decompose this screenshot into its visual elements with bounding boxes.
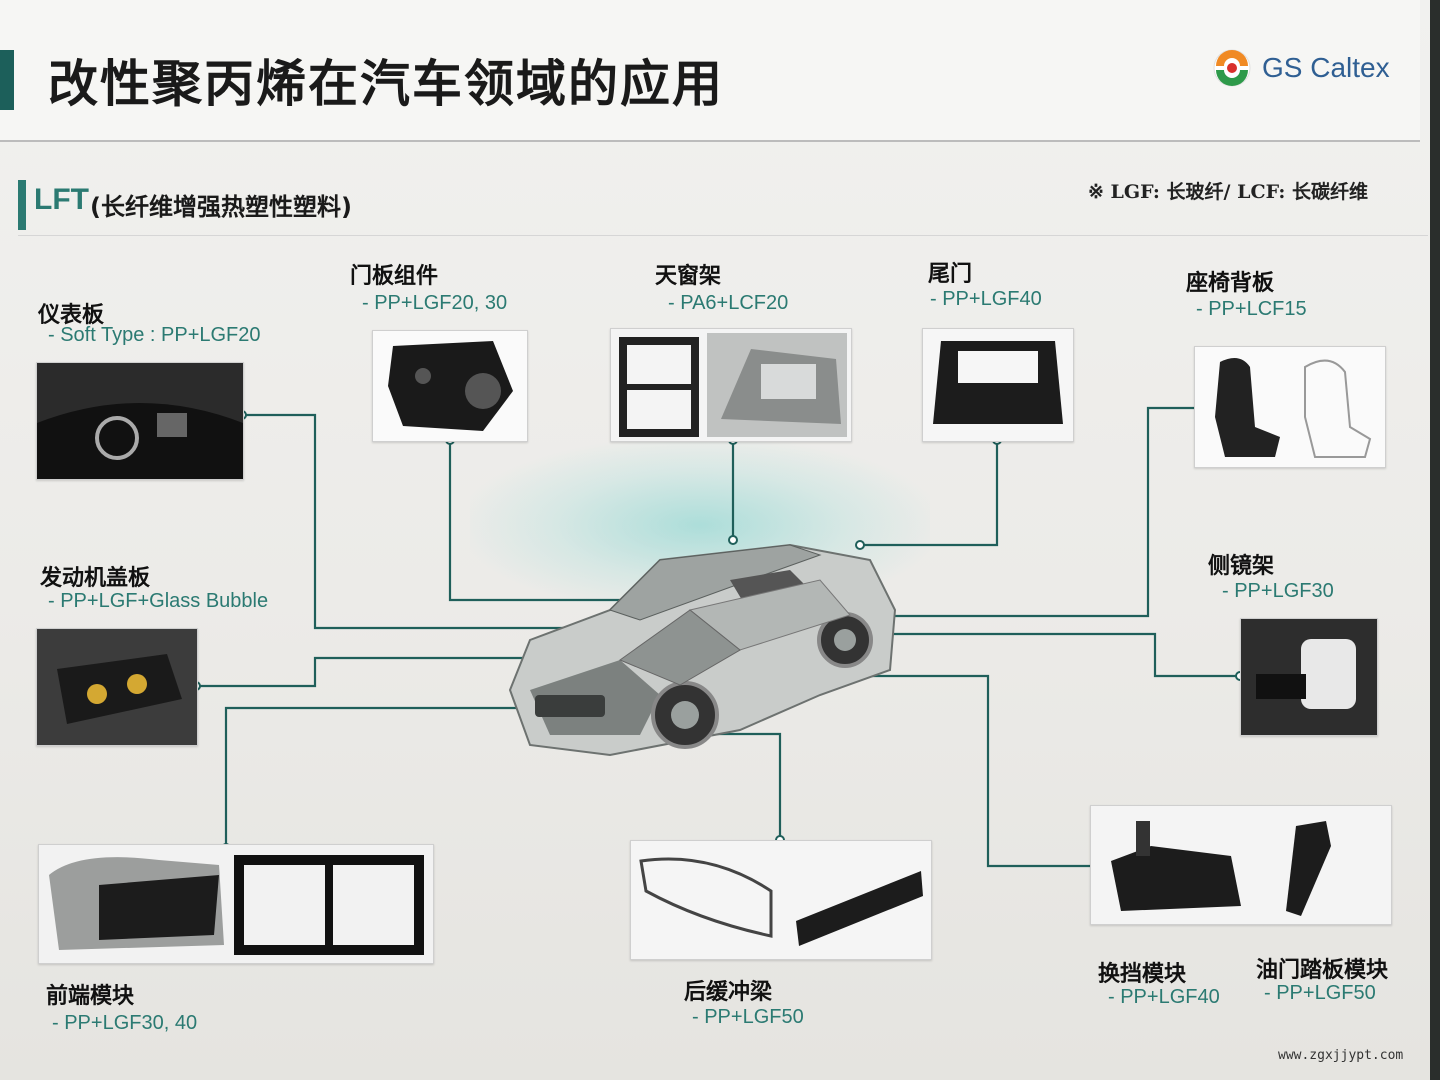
tailgate-photo [922, 328, 1074, 442]
shift-and-pedal-module-photo [1090, 805, 1392, 925]
part-material-seat-back: - PP+LCF15 [1196, 298, 1307, 320]
part-material-pedal-module: - PP+LGF50 [1264, 982, 1376, 1004]
slide-header: 改性聚丙烯在汽车领域的应用 GS Caltex [0, 0, 1420, 142]
part-material-front-end-module: - PP+LGF30, 40 [52, 1012, 198, 1034]
page-number-tab [0, 50, 14, 110]
part-name-rear-bumper-beam: 后缓冲梁 [684, 980, 773, 1005]
page-title: 改性聚丙烯在汽车领域的应用 [48, 55, 724, 113]
part-name-tailgate: 尾门 [928, 262, 973, 287]
brand-name: GS Caltex [1262, 52, 1390, 83]
seat-back-photo [1194, 346, 1386, 468]
mirror-bracket-photo [1240, 618, 1378, 736]
part-name-shift-module: 换挡模块 [1098, 962, 1187, 987]
gs-caltex-logo-icon [1213, 49, 1251, 87]
part-name-seat-back: 座椅背板 [1186, 271, 1275, 296]
part-name-front-end-module: 前端模块 [46, 984, 135, 1009]
sunroof-frame-photo [610, 328, 852, 442]
part-name-instrument-panel: 仪表板 [38, 303, 105, 328]
rear-bumper-beam-photo [630, 840, 932, 960]
part-name-pedal-module: 油门踏板模块 [1256, 958, 1389, 983]
part-material-tailgate: - PP+LGF40 [930, 288, 1042, 310]
part-material-mirror-bracket: - PP+LGF30 [1222, 580, 1334, 602]
section-divider [18, 235, 1428, 236]
part-name-engine-cover: 发动机盖板 [40, 566, 151, 591]
part-material-sunroof-frame: - PA6+LCF20 [668, 292, 789, 314]
door-module-photo [372, 330, 528, 442]
engine-cover-photo [36, 628, 198, 746]
abbreviation-note: ※ LGF: 长玻纤/ LCF: 长碳纤维 [1088, 181, 1369, 203]
part-material-engine-cover: - PP+LGF+Glass Bubble [48, 590, 269, 612]
part-material-door-module: - PP+LGF20, 30 [362, 292, 508, 314]
part-name-sunroof-frame: 天窗架 [655, 264, 722, 289]
car-cutaway-illustration [508, 543, 897, 757]
part-material-rear-bumper-beam: - PP+LGF50 [692, 1006, 804, 1028]
front-end-module-photo [38, 844, 434, 964]
instrument-panel-photo [36, 362, 244, 480]
part-name-mirror-bracket: 侧镜架 [1208, 554, 1275, 579]
section-subtitle: (长纤维增强热塑性塑料) [90, 193, 352, 221]
part-material-shift-module: - PP+LGF40 [1108, 986, 1220, 1008]
section-abbr: LFT [34, 183, 89, 216]
section-accent-bar [18, 180, 26, 230]
part-name-door-module: 门板组件 [350, 264, 439, 289]
watermark-url: www.zgxjjypt.com [1278, 1048, 1404, 1063]
section-heading: LFT (长纤维增强热塑性塑料) [18, 175, 1438, 236]
part-material-instrument-panel: - Soft Type : PP+LGF20 [48, 324, 261, 346]
